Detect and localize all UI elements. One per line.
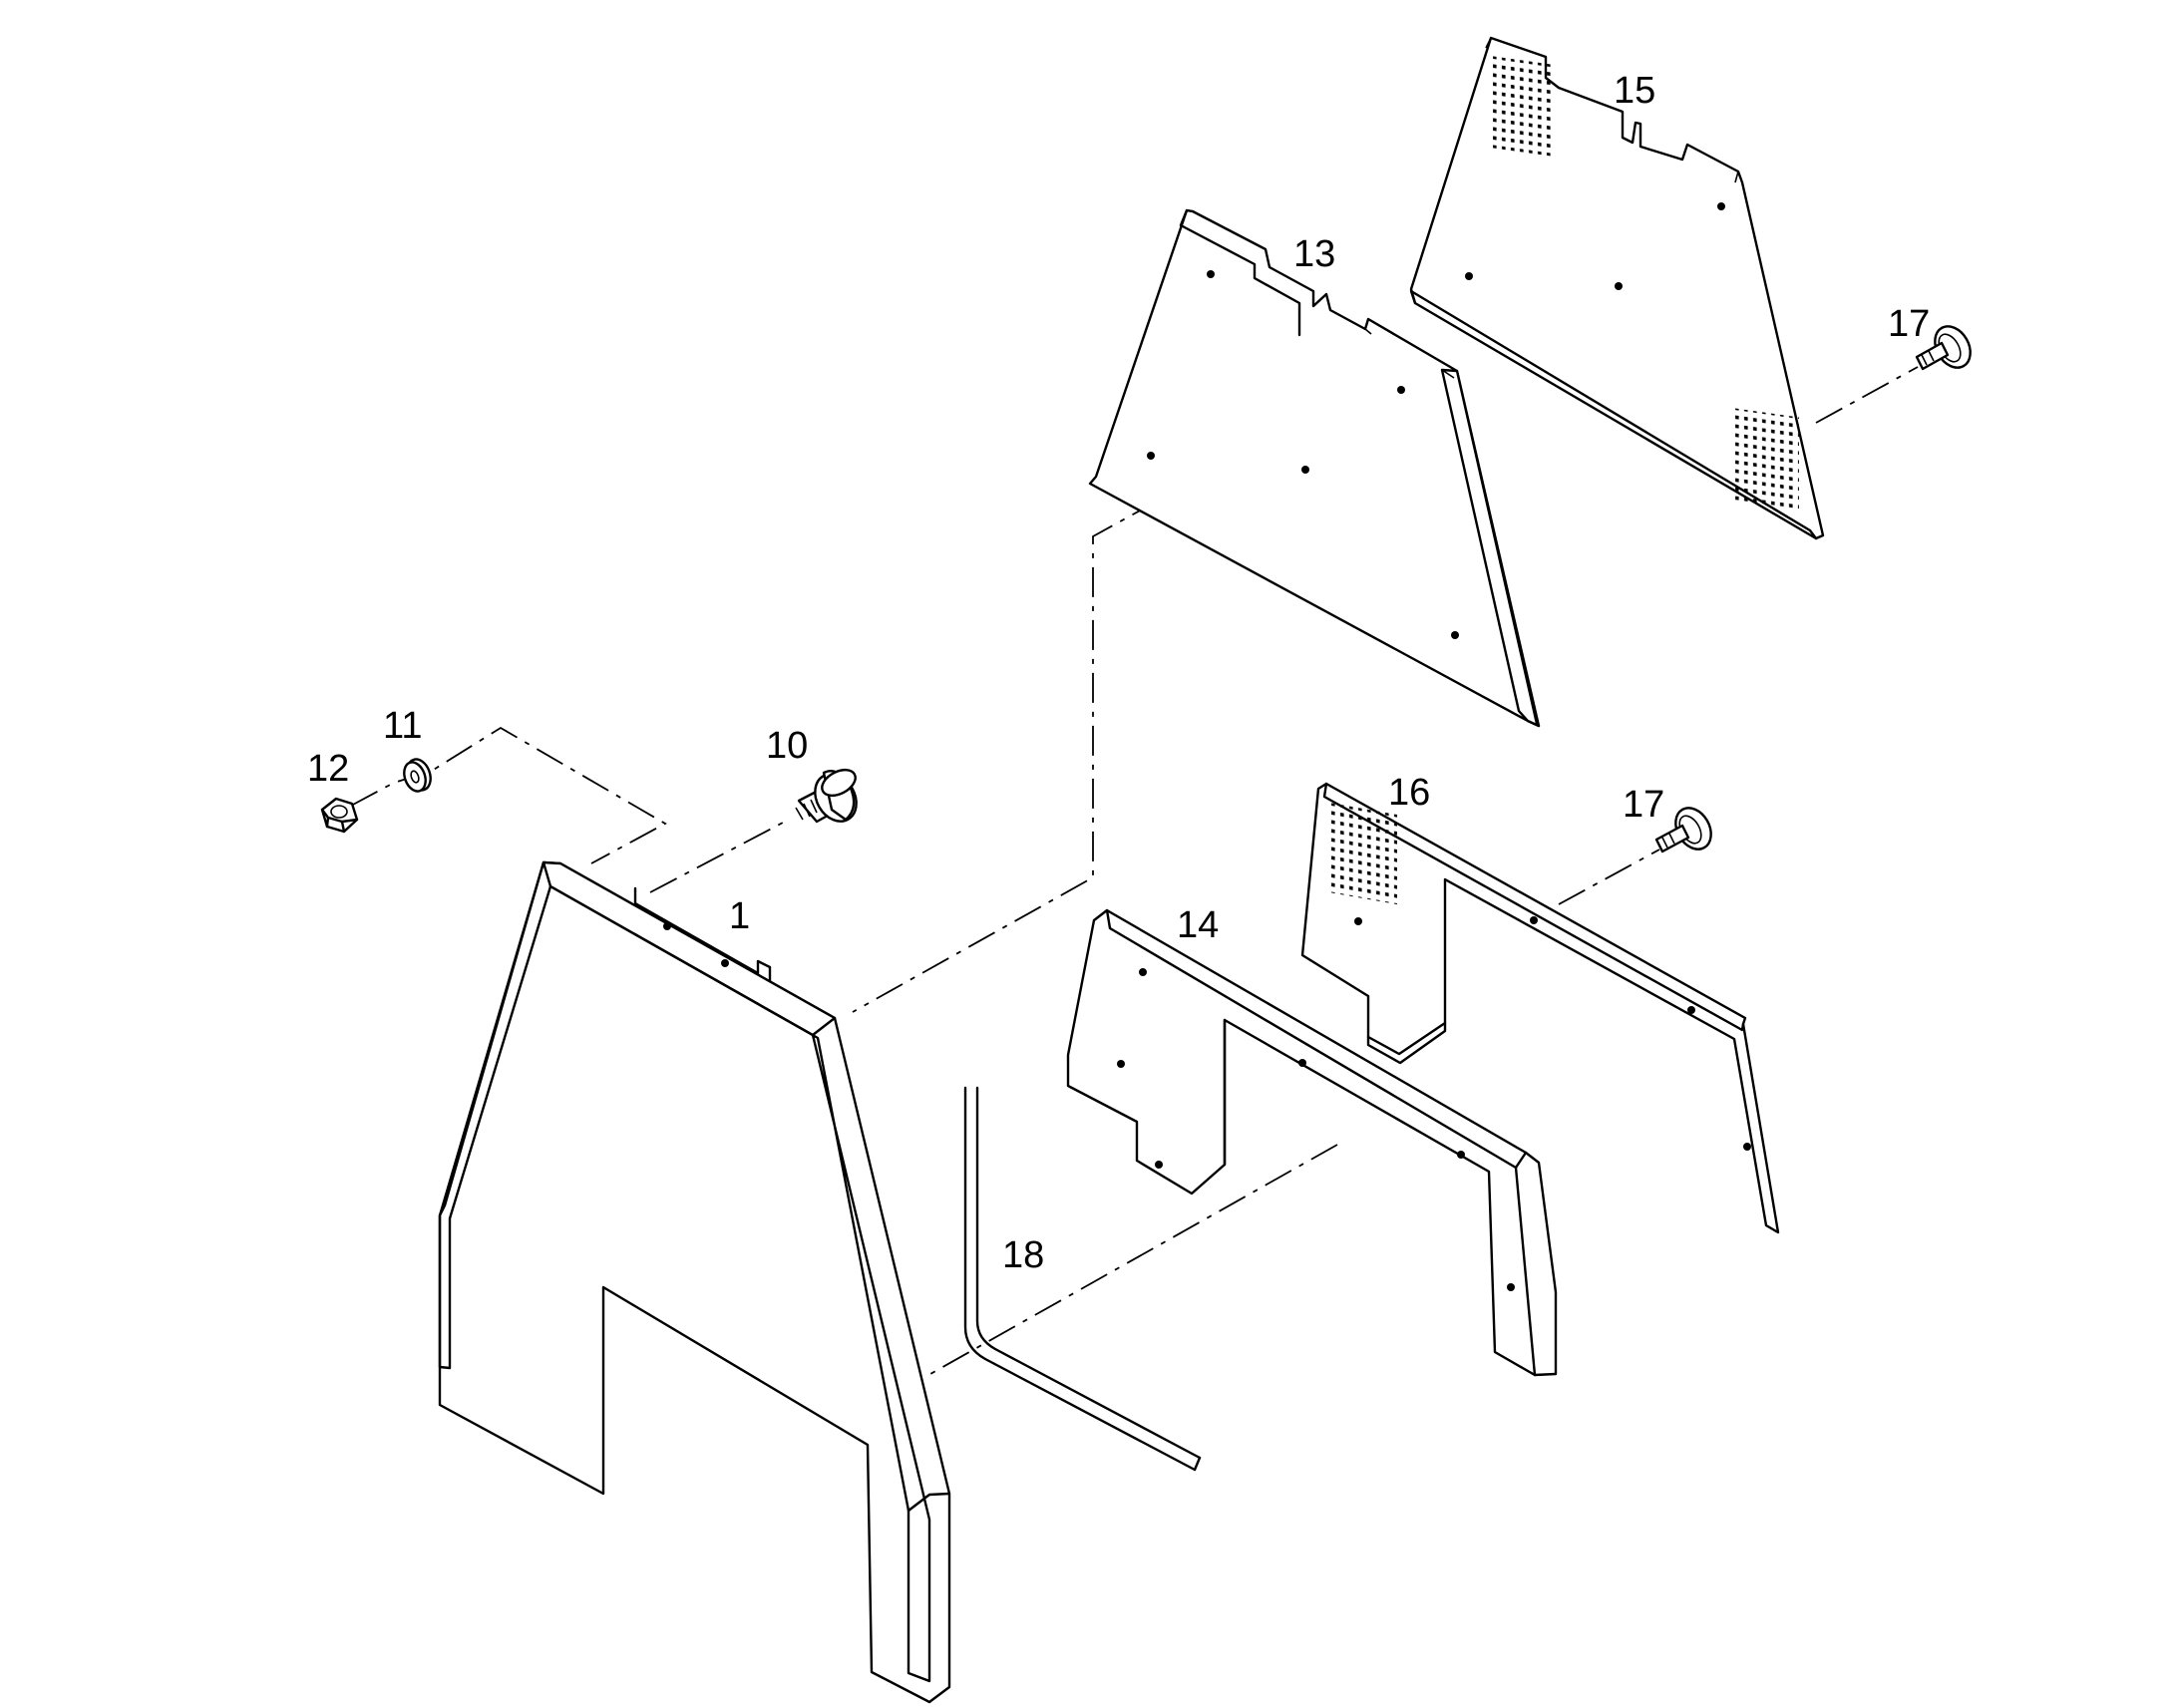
part-11-washer — [403, 758, 432, 793]
part-16-rear-c-frame — [1300, 782, 1780, 1234]
callout-13: 13 — [1293, 233, 1335, 275]
part-12-hex-nut — [320, 797, 359, 834]
callout-10: 10 — [766, 725, 808, 767]
callout-17-upper: 17 — [1888, 303, 1930, 345]
part-15-rear-panel — [1409, 36, 1825, 540]
callout-11: 11 — [383, 705, 422, 747]
callout-14: 14 — [1177, 904, 1219, 946]
part-1-main-panel — [438, 860, 951, 1704]
callout-18: 18 — [1002, 1234, 1044, 1276]
part-17-screw-upper — [1915, 325, 1972, 371]
leader-18-to-14 — [929, 1144, 1338, 1375]
callout-15: 15 — [1614, 70, 1655, 112]
leader-10-to-panel — [649, 822, 784, 893]
callout-16: 16 — [1388, 772, 1430, 814]
callout-1: 1 — [729, 895, 750, 937]
part-14-front-c-frame — [1066, 908, 1558, 1377]
callout-labels: 1 10 11 12 13 14 15 16 17 17 18 — [307, 70, 1930, 1276]
callout-17-lower: 17 — [1623, 784, 1664, 826]
part-17-screw-lower — [1654, 807, 1712, 854]
leader-17-to-15 — [1815, 366, 1919, 424]
part-10-bumper-stud — [795, 768, 858, 824]
leader-17-to-16 — [1558, 849, 1660, 905]
part-18-edge-trim — [963, 1086, 1202, 1472]
part-13-upper-side-panel — [1088, 208, 1541, 728]
callout-12: 12 — [307, 748, 349, 790]
leader-12-11-to-panel — [350, 726, 667, 864]
